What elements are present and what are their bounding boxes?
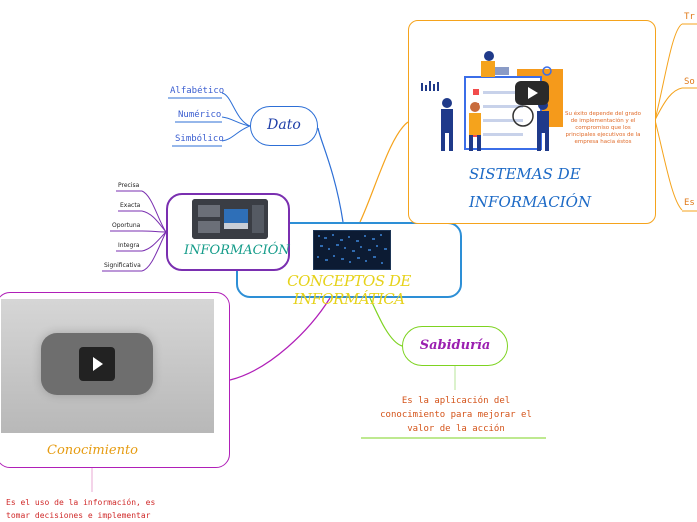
sistemas-node[interactable]: Su éxito depende del grado de implementa…	[408, 20, 656, 224]
sistemas-image-caption: Su éxito depende del grado de implementa…	[564, 111, 642, 145]
central-title: CONCEPTOS DE INFORMÁTICA	[287, 272, 411, 308]
dato-title: Dato	[267, 117, 301, 133]
sistemas-title-line1: SISTEMAS DE	[469, 165, 581, 183]
dato-node[interactable]: Dato	[250, 106, 318, 146]
play-icon	[528, 87, 538, 99]
sistemas-child-so[interactable]: So	[684, 77, 695, 87]
informacion-child-exacta[interactable]: Exacta	[120, 202, 141, 209]
business-team-illustration	[421, 51, 563, 151]
informacion-node[interactable]: INFORMACIÓN	[166, 193, 290, 271]
conocimiento-title: Conocimiento	[47, 443, 139, 458]
dato-child-alfabetico[interactable]: Alfabético	[170, 86, 225, 96]
informacion-child-oportuna[interactable]: Oportuna	[112, 222, 141, 229]
binary-code-icon	[317, 234, 387, 264]
informacion-title: INFORMACIÓN	[184, 243, 290, 258]
conocimiento-play-button[interactable]	[41, 333, 153, 395]
sistemas-video-play-button[interactable]	[515, 81, 549, 105]
dato-child-simbolico[interactable]: Simbólico	[175, 134, 224, 144]
play-icon	[93, 357, 103, 371]
sabiduria-description: Es la aplicación del conocimiento para m…	[380, 396, 532, 434]
central-thumbnail-image	[313, 230, 391, 270]
sistemas-title-line2: INFORMACIÓN	[469, 193, 592, 211]
sistemas-image	[417, 41, 607, 171]
sistemas-child-tr[interactable]: Tr	[684, 12, 695, 22]
conocimiento-video[interactable]	[1, 299, 214, 433]
dato-child-numerico[interactable]: Numérico	[178, 110, 222, 120]
conocimiento-description: Es el uso de la información, es tomar de…	[6, 498, 156, 520]
sistemas-child-es[interactable]: Es	[684, 198, 695, 208]
informacion-image	[192, 199, 268, 239]
informacion-child-integra[interactable]: Integra	[118, 242, 140, 249]
informacion-child-precisa[interactable]: Precisa	[118, 182, 140, 189]
sabiduria-title: Sabiduría	[419, 338, 491, 353]
sabiduria-node[interactable]: Sabiduría	[402, 326, 508, 366]
filing-cabinet-icon	[192, 199, 268, 239]
informacion-child-significativa[interactable]: Significativa	[104, 262, 141, 269]
conocimiento-node[interactable]: Conocimiento	[0, 292, 230, 468]
